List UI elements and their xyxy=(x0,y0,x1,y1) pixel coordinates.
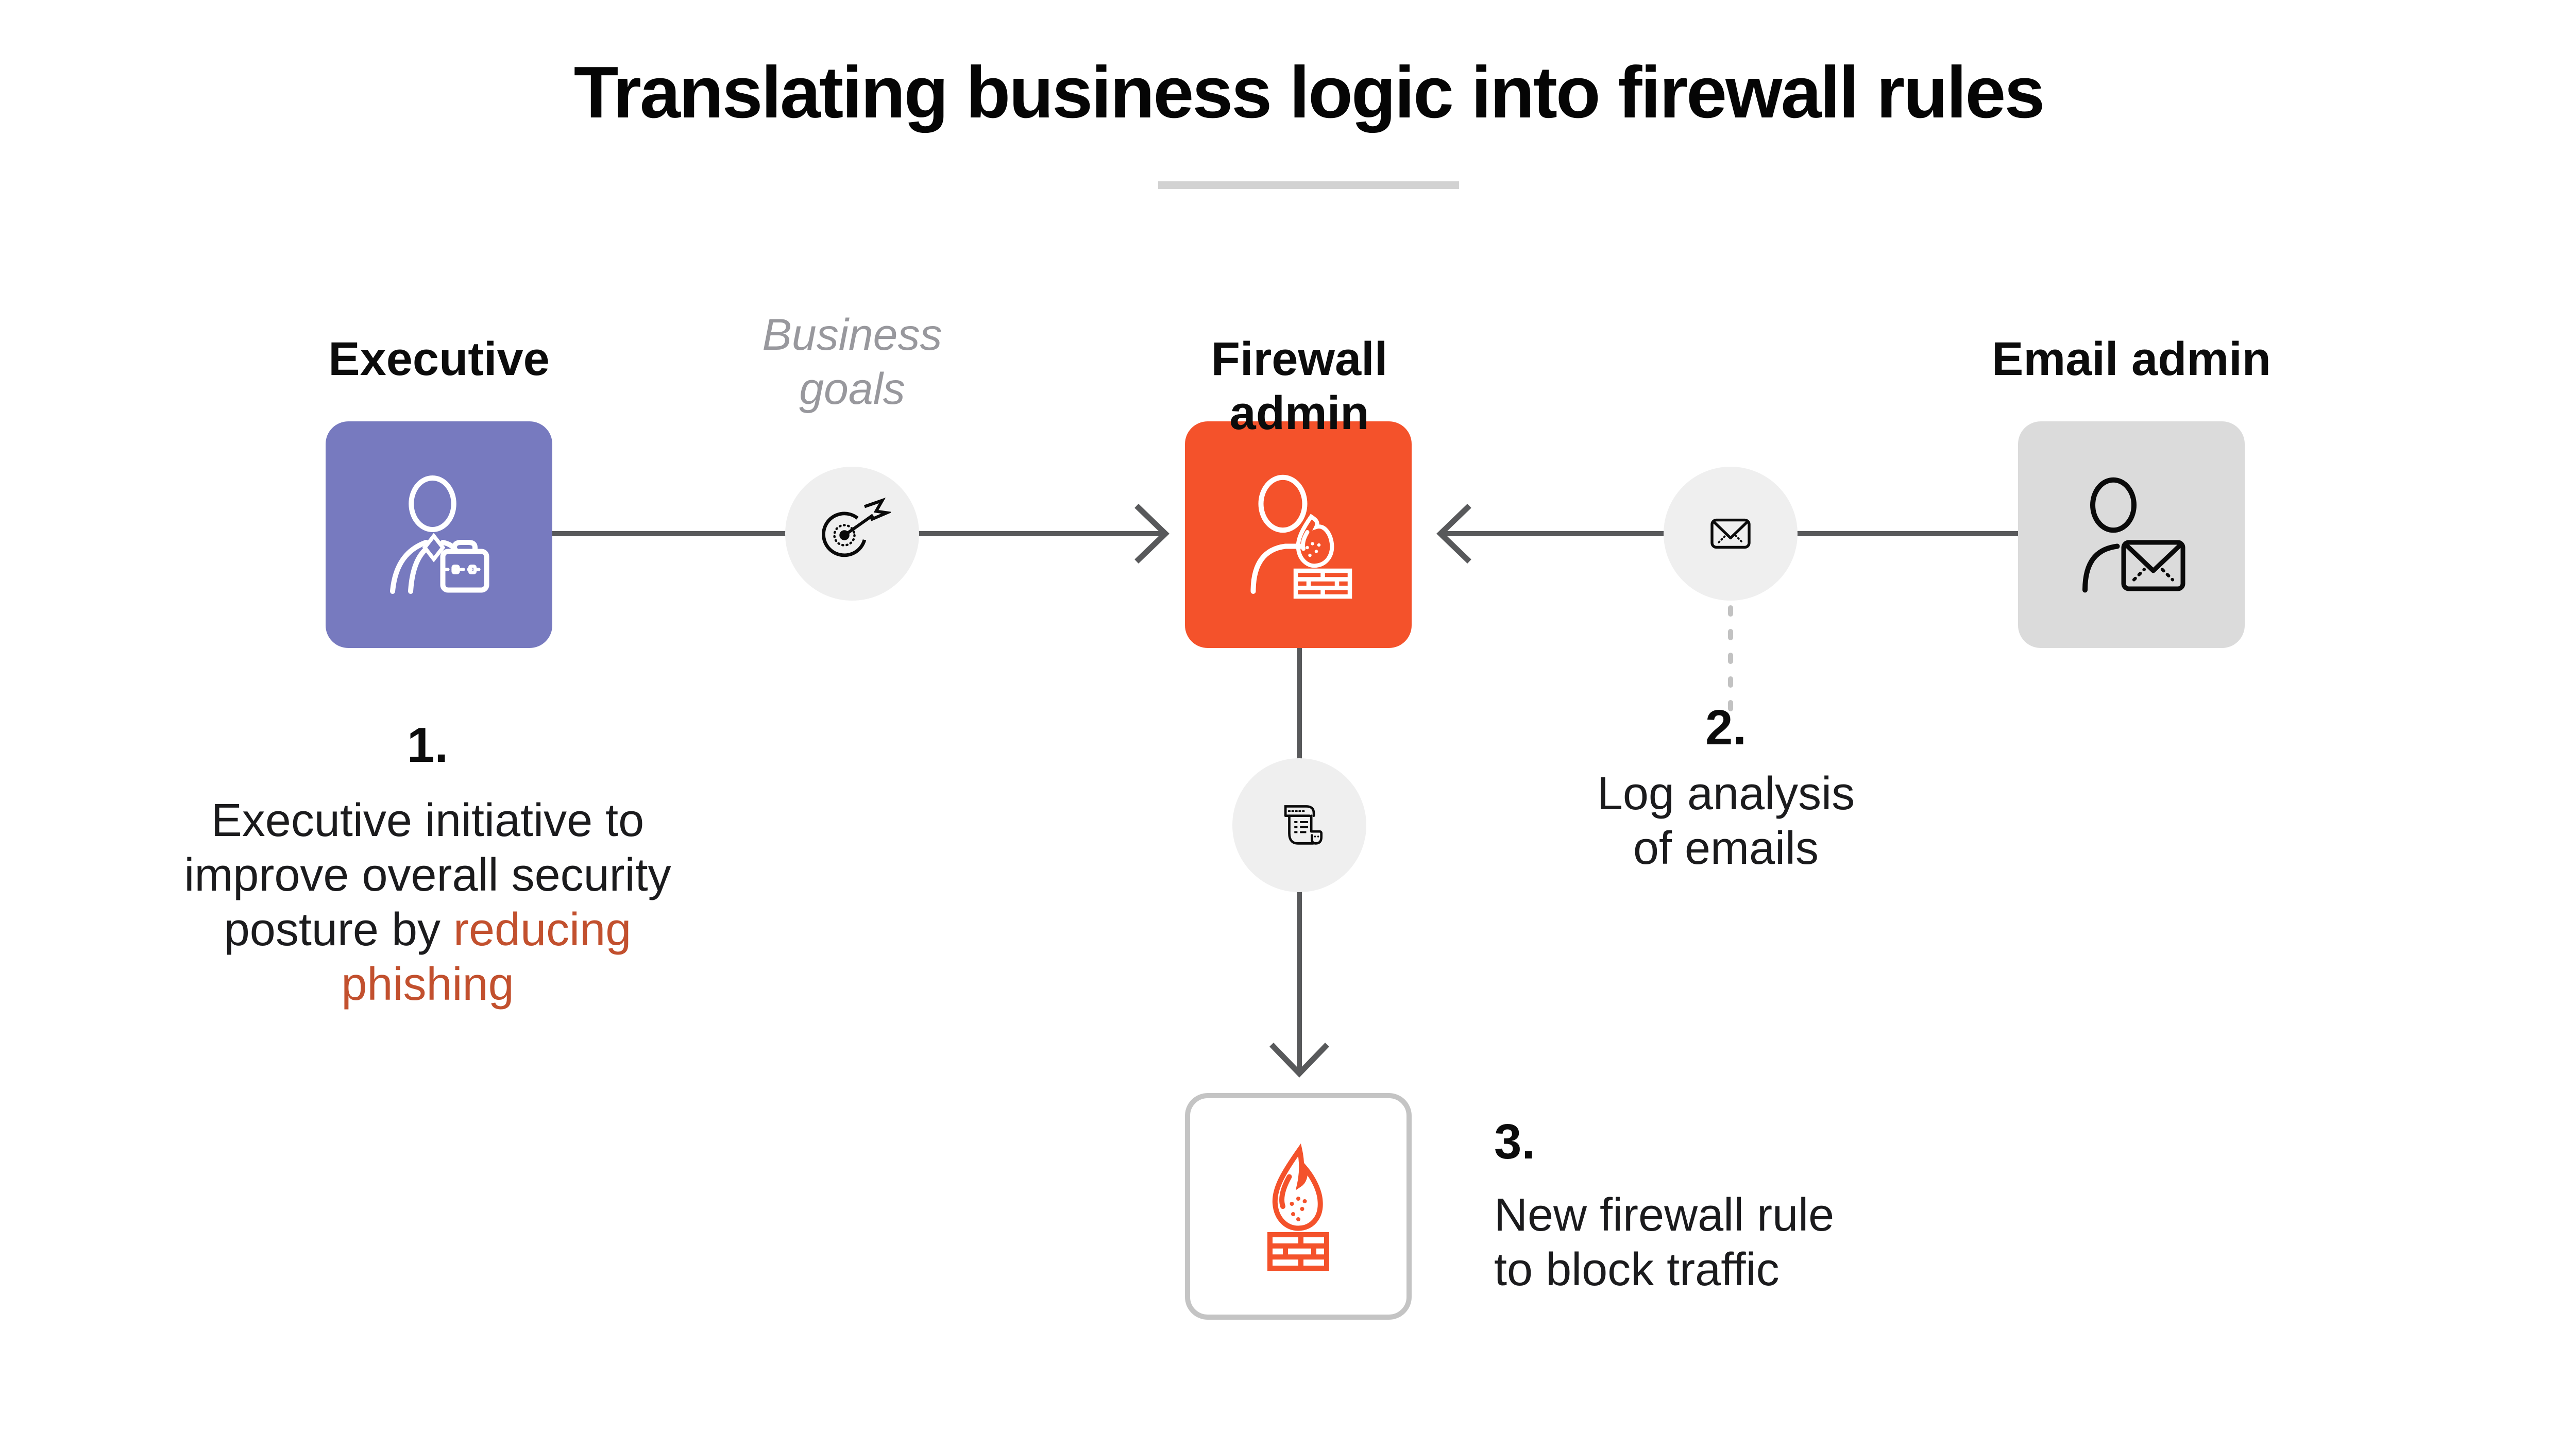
scroll-icon xyxy=(1284,805,1323,845)
arrowhead-right xyxy=(1134,504,1170,564)
envelope-icon xyxy=(1710,518,1751,549)
executive-label: Executive xyxy=(328,333,550,385)
person-briefcase-icon xyxy=(390,475,489,594)
step2-number: 2. xyxy=(1705,700,1747,755)
step1-line1: Executive initiative to xyxy=(211,795,645,846)
firewall-admin-label: Firewall admin xyxy=(1211,333,1388,439)
business-goals-circle xyxy=(785,467,919,601)
page-title: Translating business logic into firewall… xyxy=(573,52,2045,133)
email-admin-label: Email admin xyxy=(1992,333,2271,385)
new-firewall-rule-box xyxy=(1185,1093,1412,1320)
title-divider xyxy=(1158,181,1459,189)
executive-box xyxy=(326,421,552,648)
step3-number: 3. xyxy=(1494,1114,1536,1169)
step3-text: New firewall rule to block traffic xyxy=(1494,1188,1958,1297)
step2-text: Log analysis of emails xyxy=(1571,766,1880,876)
firewall-admin-box xyxy=(1185,421,1412,648)
person-envelope-icon xyxy=(2082,477,2185,593)
arrowhead-down xyxy=(1269,1043,1329,1078)
person-firewall-icon xyxy=(1250,474,1352,599)
step1-text: Executive initiative to improve overall … xyxy=(118,793,737,1012)
business-goals-label: Business goals xyxy=(762,310,942,414)
step3-line1: New firewall rule xyxy=(1494,1189,1835,1241)
step1-line3-black: posture by xyxy=(224,904,454,956)
email-circle xyxy=(1664,467,1798,601)
step3-line2: to block traffic xyxy=(1494,1244,1780,1295)
arrowhead-left xyxy=(1436,504,1471,564)
flame-brick-wall-icon xyxy=(1267,1143,1329,1271)
rule-scroll-circle xyxy=(1232,758,1366,892)
step1-line2: improve overall security xyxy=(184,849,671,901)
step2-line2: of emails xyxy=(1633,823,1819,874)
step1-number: 1. xyxy=(406,718,449,773)
email-admin-box xyxy=(2018,421,2245,648)
target-arrow-icon xyxy=(822,498,891,557)
step1-line4-accent: phishing xyxy=(341,959,514,1010)
step1-line3-accent: reducing xyxy=(453,904,632,956)
step2-line1: Log analysis xyxy=(1597,768,1855,820)
